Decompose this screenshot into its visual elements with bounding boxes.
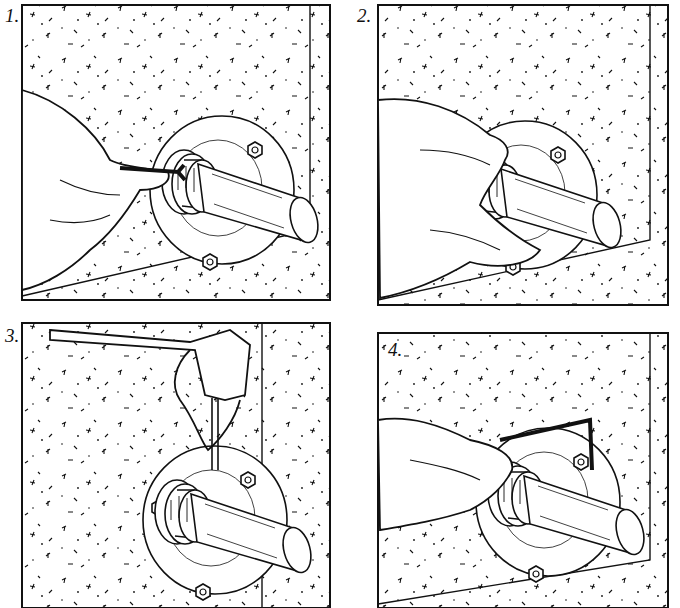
panel (22, 5, 330, 300)
step-number: 2. (357, 6, 371, 25)
panel (378, 333, 668, 608)
step-number: 3. (5, 326, 19, 345)
panel (22, 323, 330, 608)
step-number: 1. (5, 6, 19, 25)
step-number: 4. (388, 340, 402, 359)
panel (378, 5, 668, 305)
